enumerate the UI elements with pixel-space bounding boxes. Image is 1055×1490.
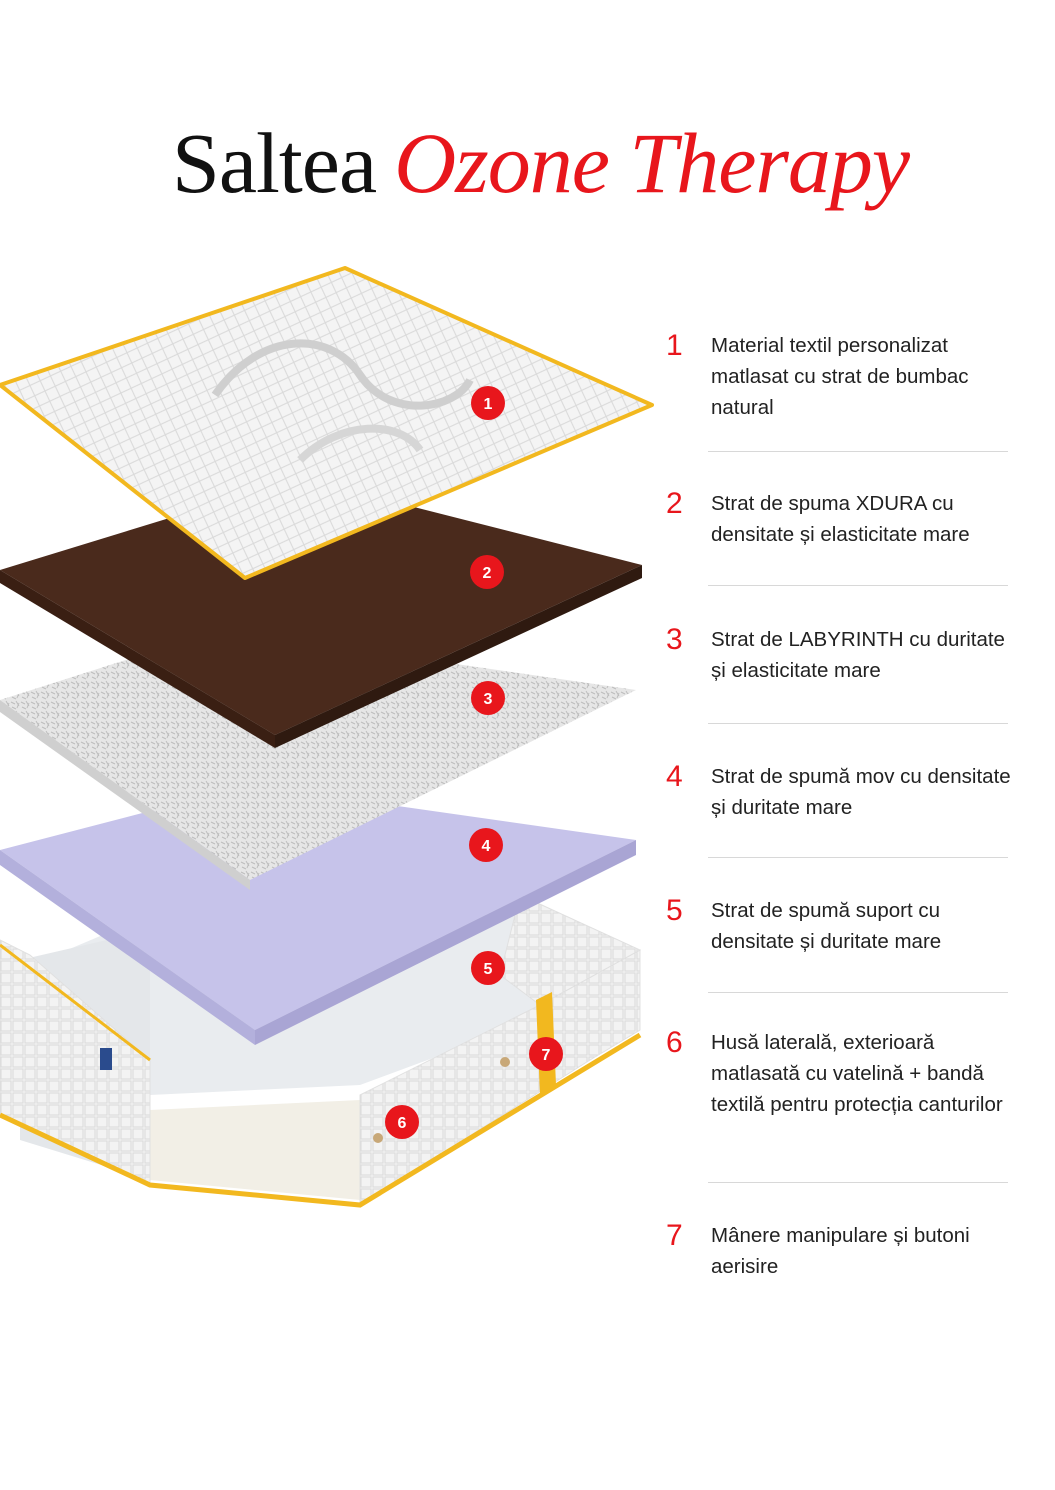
legend-description: Strat de spumă suport cu densitate și du… [711,899,942,953]
legend-description: Mânere manipulare și butoni aerisire [711,1224,970,1278]
legend-description: Strat de spuma XDURA cu densitate și ela… [711,492,970,546]
legend-divider [708,992,1008,993]
marker-label: 7 [542,1047,551,1064]
legend-divider [708,723,1008,724]
vent-button [500,1057,510,1067]
marker-label: 6 [398,1115,407,1132]
legend-description: Strat de LABYRINTH cu duritate și elasti… [711,628,1005,682]
layer-marker: 5 [471,951,505,985]
layer-marker: 4 [469,828,503,862]
legend-description: Material textil personalizat matlasat cu… [711,334,969,419]
legend-number: 3 [666,623,683,656]
mattress-layers-illustration: 1 2 3 4 5 7 6 [0,266,654,1208]
legend-number: 4 [666,760,683,793]
legend-description: Strat de spumă mov cu densitate și durit… [711,765,1011,819]
vent-button [373,1133,383,1143]
legend-divider [708,585,1008,586]
legend-divider [708,857,1008,858]
title-main: Saltea [172,115,377,211]
layer-marker: 7 [529,1037,563,1071]
legend-divider [708,1182,1008,1183]
support-foam-block [150,1100,360,1200]
layer-brown-foam [0,478,642,748]
marker-label: 4 [482,838,491,855]
legend-number: 6 [666,1026,683,1059]
legend-number: 7 [666,1219,683,1252]
label-tag [100,1048,112,1070]
marker-label: 5 [484,961,493,978]
layer-marker: 1 [471,386,505,420]
title-product-name: Ozone Therapy [394,115,910,211]
legend-divider [708,451,1008,452]
legend-number: 1 [666,329,683,362]
marker-label: 3 [484,691,493,708]
legend-number: 5 [666,894,683,927]
legend-number: 2 [666,487,683,520]
legend-description: Husă laterală, exterioară matlasată cu v… [711,1031,1003,1116]
layer-top-cover [0,266,654,580]
layer-marker: 6 [385,1105,419,1139]
marker-label: 2 [483,565,492,582]
marker-label: 1 [484,396,493,413]
layer-marker: 2 [470,555,504,589]
layer-marker: 3 [471,681,505,715]
